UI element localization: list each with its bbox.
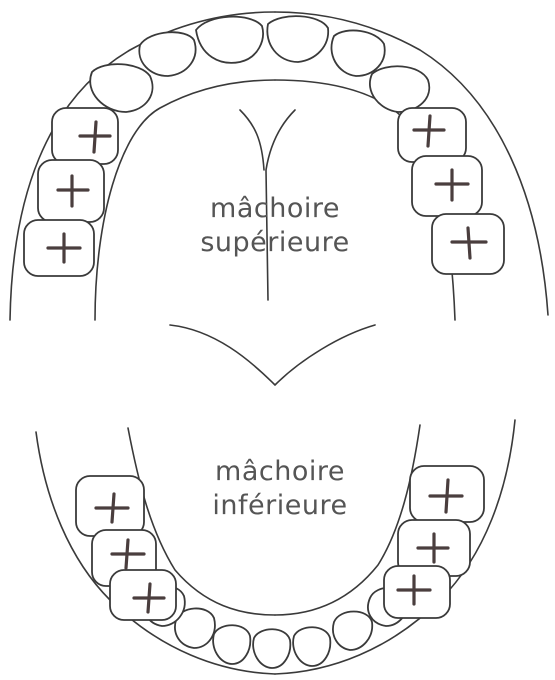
- lower-tooth: [333, 612, 372, 651]
- upper-tooth: [90, 64, 152, 112]
- upper-tooth: [196, 17, 263, 63]
- upper-tooth: [331, 30, 384, 76]
- upper-jaw-label-line1: mâchoire: [160, 192, 390, 226]
- upper-jaw-label-line2: supérieure: [160, 226, 390, 260]
- lower-molar: [76, 476, 144, 536]
- lower-tooth: [253, 629, 290, 668]
- upper-gum-outline-right: [275, 12, 548, 315]
- lower-jaw-label: mâchoire inférieure: [165, 455, 395, 523]
- lower-tooth: [293, 627, 330, 666]
- upper-jaw: [10, 12, 548, 320]
- upper-molar: [412, 156, 482, 216]
- upper-molar: [398, 108, 466, 162]
- lower-jaw-label-line1: mâchoire: [165, 455, 395, 489]
- lower-tooth: [213, 625, 250, 664]
- upper-tooth: [370, 66, 429, 112]
- lower-jaw-label-line2: inférieure: [165, 489, 395, 523]
- upper-tooth: [139, 32, 195, 76]
- upper-jaw-label: mâchoire supérieure: [160, 192, 390, 260]
- tongue-outline: [170, 325, 375, 385]
- upper-tooth: [267, 16, 328, 62]
- lower-molar: [110, 570, 176, 620]
- lower-molar: [384, 566, 450, 618]
